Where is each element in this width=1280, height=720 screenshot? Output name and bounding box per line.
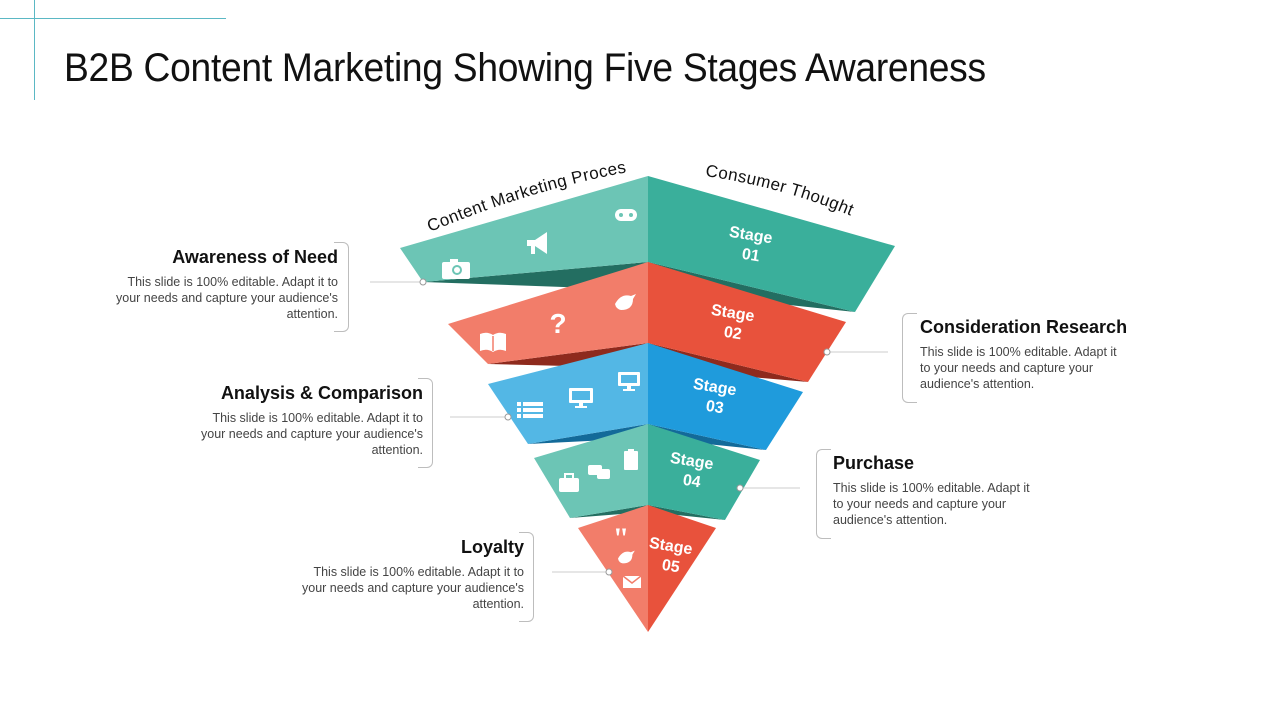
corner-vertical-line: [34, 0, 35, 100]
bracket-analysis: [418, 378, 433, 468]
camera-icon: [442, 259, 470, 279]
stage-1-label-number: 01: [741, 246, 761, 266]
monitor-icon: [569, 388, 593, 408]
text-block-consideration: Consideration Research This slide is 100…: [920, 317, 1130, 392]
stage-5-label-word: Stage: [648, 535, 694, 559]
monitor-icon: [618, 372, 640, 391]
stage-2-right-face: [648, 262, 846, 382]
arc-label-left: Content Marketing Process: [0, 0, 628, 236]
bird-icon: [615, 294, 636, 310]
stage-3-left-face: [488, 343, 648, 444]
clipboard-icon: [624, 449, 638, 470]
stage-3-label-word: Stage: [692, 376, 738, 400]
bracket-consideration: [902, 313, 917, 403]
stage-2-label-number: 02: [723, 324, 743, 344]
connector-dot: [419, 278, 427, 286]
stage-3-right-face: [648, 343, 803, 450]
bracket-awareness: [334, 242, 349, 332]
corner-horizontal-line: [0, 18, 226, 19]
connector-dot: [736, 484, 744, 492]
briefcase-icon: [559, 473, 579, 492]
stage-2-label-word: Stage: [710, 302, 756, 326]
body-loyalty: This slide is 100% editable. Adapt it to…: [302, 565, 524, 611]
slide-title: B2B Content Marketing Showing Five Stage…: [64, 46, 986, 90]
stage-1-label-word: Stage: [728, 224, 774, 248]
bracket-purchase: [816, 449, 831, 539]
text-block-purchase: Purchase This slide is 100% editable. Ad…: [833, 453, 1043, 528]
quote-icon: ": [613, 522, 630, 555]
heading-analysis: Analysis & Comparison: [220, 383, 423, 403]
connector-dot: [504, 413, 512, 421]
bird-icon: [618, 550, 635, 564]
body-purchase: This slide is 100% editable. Adapt it to…: [833, 481, 1030, 527]
text-block-awareness: Awareness of Need This slide is 100% edi…: [108, 247, 338, 322]
megaphone-icon: [527, 232, 547, 254]
book-icon: [480, 332, 506, 352]
connector-dot: [823, 348, 831, 356]
stage-3-label-number: 03: [705, 398, 725, 418]
stage-1-left-face: [400, 176, 648, 282]
stage-5-right-face: [648, 505, 716, 632]
stage-4-right-face: [648, 424, 760, 520]
game-controller-icon: [615, 209, 637, 221]
stage-5-label-number: 05: [661, 557, 681, 577]
stage-4-label-number: 04: [682, 472, 702, 492]
body-awareness: This slide is 100% editable. Adapt it to…: [116, 275, 338, 321]
envelope-icon: [622, 575, 642, 588]
heading-awareness: Awareness of Need: [172, 247, 338, 267]
funnel-stage-5: Stage 05: [578, 505, 716, 632]
text-block-loyalty: Loyalty This slide is 100% editable. Ada…: [294, 537, 524, 612]
svg-text:?: ?: [549, 308, 566, 339]
body-analysis: This slide is 100% editable. Adapt it to…: [201, 411, 423, 457]
stage-1-right-face: [648, 176, 895, 312]
question-mark-icon: ?: [549, 308, 566, 339]
stage-4-label-word: Stage: [669, 450, 715, 474]
text-block-analysis: Analysis & Comparison This slide is 100%…: [193, 383, 423, 458]
bracket-loyalty: [519, 532, 534, 622]
body-consideration: This slide is 100% editable. Adapt it to…: [920, 345, 1117, 391]
chat-icon: [588, 465, 610, 479]
svg-text:": ": [613, 522, 630, 555]
heading-purchase: Purchase: [833, 453, 915, 473]
heading-loyalty: Loyalty: [460, 537, 524, 557]
heading-consideration: Consideration Research: [920, 317, 1128, 337]
list-icon: [517, 402, 543, 418]
stage-5-left-face: [578, 505, 648, 632]
connector-dot: [605, 568, 613, 576]
